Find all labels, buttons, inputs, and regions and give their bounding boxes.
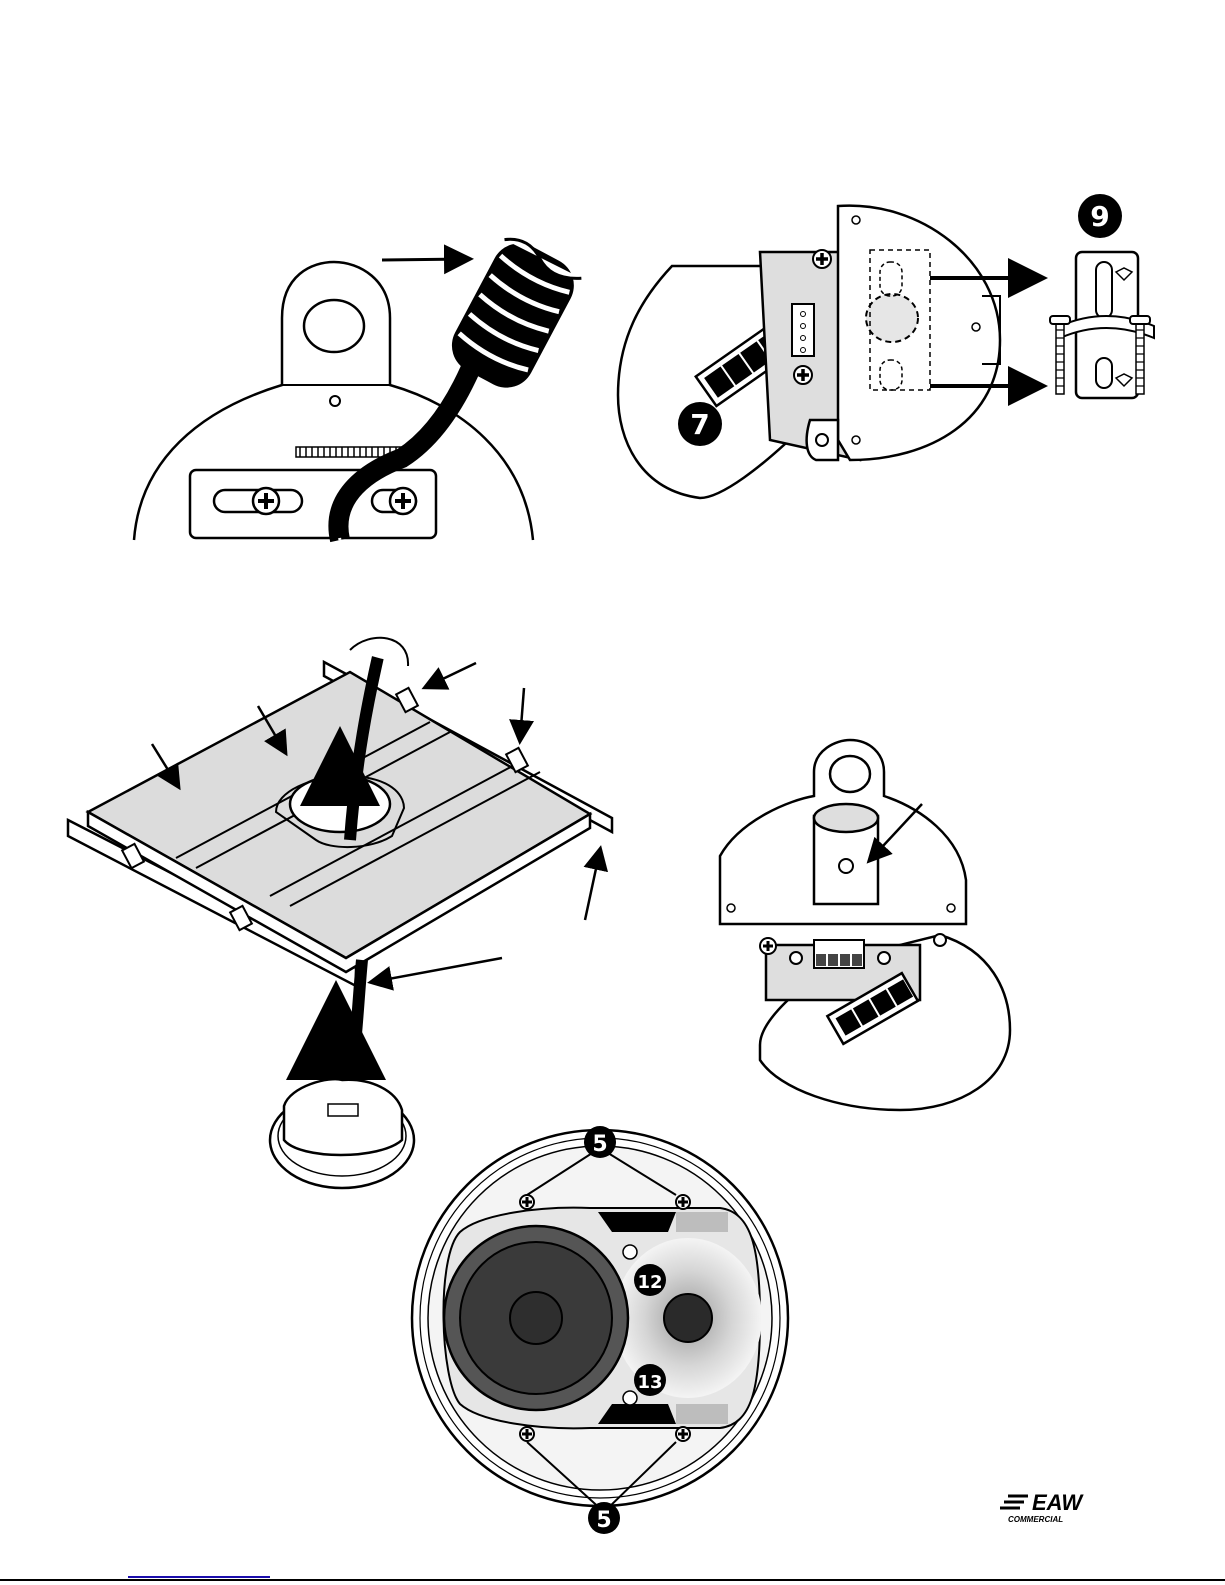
svg-text:5: 5 [592,1132,607,1157]
disc-plate [838,206,1000,460]
callout-12: 12 [634,1264,666,1296]
speaker-front-figure: 5 5 12 13 [412,1126,788,1534]
svg-text:5: 5 [596,1508,611,1533]
callout-7: 7 [678,402,722,446]
callout-13: 13 [634,1364,666,1396]
lf-switch [623,1391,637,1405]
svg-text:EAW: EAW [1032,1490,1084,1515]
dust-cap [510,1292,562,1344]
tweeter [664,1294,712,1342]
pendant-adapter-figure [720,740,1010,1110]
callout-9: 9 [1078,194,1122,238]
cable-clamp-figure [134,233,584,540]
mount-hole [304,300,364,352]
pointer-arrow [382,259,468,260]
svg-text:9: 9 [1090,200,1109,233]
svg-text:12: 12 [637,1272,662,1293]
hf-switch [623,1245,637,1259]
callout-5-bottom: 5 [588,1502,620,1534]
callout-5-top: 5 [584,1126,616,1158]
speaker-can [270,1079,414,1188]
svg-text:13: 13 [637,1372,662,1393]
svg-text:7: 7 [690,408,709,441]
screw-dot [330,396,340,406]
tile-bridge-figure [68,638,612,1188]
svg-text:COMMERCIAL: COMMERCIAL [1008,1515,1063,1524]
junction-plate-figure: 7 9 [618,194,1154,498]
mounting-bracket [1050,252,1154,398]
eaw-logo: EAW COMMERCIAL [1000,1490,1084,1524]
